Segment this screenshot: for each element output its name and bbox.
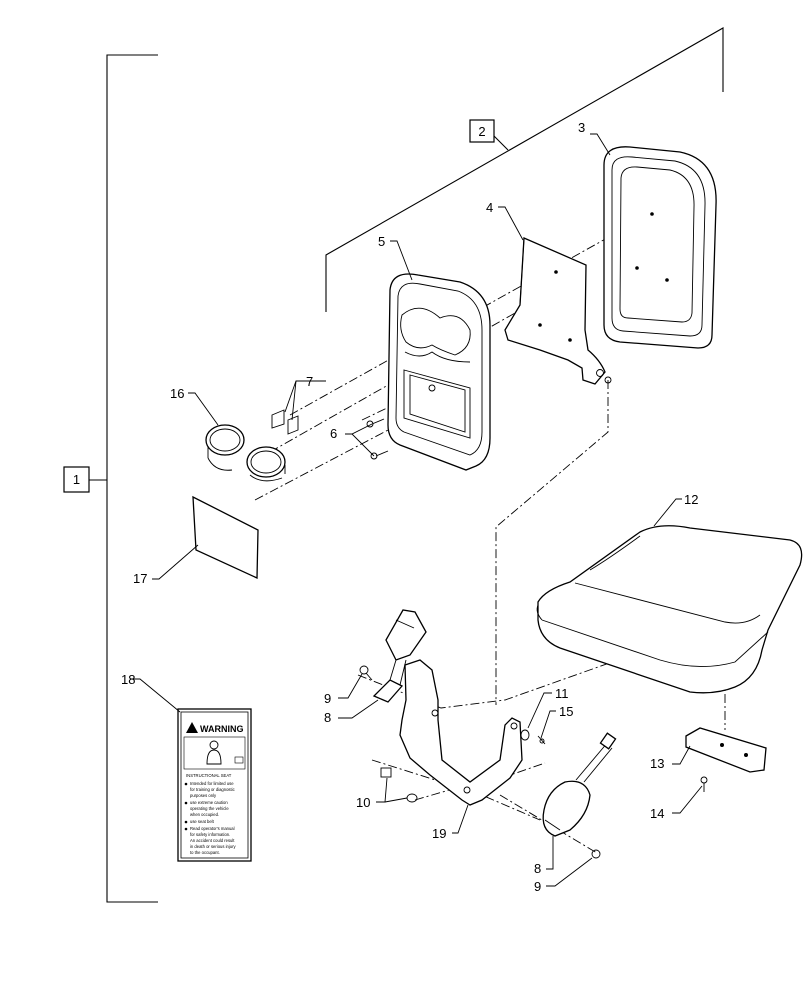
- part-14-screw: [700, 776, 708, 792]
- callout-numbers: 3 4 5 7 6 16 17 18 12 9 8 10 19 11 15 13…: [121, 120, 698, 894]
- callout-6[interactable]: 6: [330, 426, 337, 441]
- callout-2[interactable]: 2: [478, 124, 485, 139]
- callout-7[interactable]: 7: [306, 374, 313, 389]
- callout-16[interactable]: 16: [170, 386, 184, 401]
- callout-8-upper[interactable]: 8: [324, 710, 331, 725]
- warning-line: use extreme caution: [190, 800, 228, 805]
- part-6-screws: [366, 418, 389, 460]
- warning-line: when occupied.: [190, 812, 219, 817]
- warning-line: use seat belt: [190, 819, 215, 824]
- callout-10[interactable]: 10: [356, 795, 370, 810]
- callout-15[interactable]: 15: [559, 704, 573, 719]
- warning-line: Read operator's manual: [190, 826, 235, 831]
- warning-line: for safety information.: [190, 832, 230, 837]
- part-4-mounting-plate: [504, 237, 612, 385]
- part-5-back-shell: [387, 273, 491, 471]
- callout-5[interactable]: 5: [378, 234, 385, 249]
- assembly-bracket-1: 1: [63, 54, 158, 903]
- warning-line: for training or diagnostic: [190, 787, 235, 792]
- callout-12[interactable]: 12: [684, 492, 698, 507]
- callout-14[interactable]: 14: [650, 806, 664, 821]
- callout-13[interactable]: 13: [650, 756, 664, 771]
- part-19-seat-bracket: [399, 659, 523, 806]
- leader-lines: [130, 133, 703, 887]
- callout-11[interactable]: 11: [555, 686, 569, 701]
- callout-19[interactable]: 19: [432, 826, 446, 841]
- callout-4[interactable]: 4: [486, 200, 493, 215]
- callout-1[interactable]: 1: [73, 472, 80, 487]
- part-16-cup-holder: [205, 424, 286, 482]
- warning-label-title: INSTRUCTIONAL SEAT: [186, 773, 232, 778]
- callout-18[interactable]: 18: [121, 672, 135, 687]
- part-17-plate: [192, 495, 259, 580]
- warning-line: Intended for limited use: [190, 781, 234, 786]
- warning-line: purposes only: [190, 793, 217, 798]
- part-7-clips: [271, 409, 299, 435]
- callout-8-lower[interactable]: 8: [534, 861, 541, 876]
- callout-9-lower[interactable]: 9: [534, 879, 541, 894]
- callout-9-upper[interactable]: 9: [324, 691, 331, 706]
- assembly-bracket-2: 2: [325, 27, 724, 312]
- warning-line: to the occupant.: [190, 850, 220, 855]
- part-8-seat-belt-lower: [542, 732, 617, 837]
- part-12-seat-cushion: [536, 525, 803, 694]
- warning-label-heading: WARNING: [200, 724, 244, 734]
- callout-3[interactable]: 3: [578, 120, 585, 135]
- warning-line: An accident could result: [190, 838, 235, 843]
- warning-label-lines: Intended for limited use for training or…: [190, 781, 237, 855]
- part-18-warning-label: WARNING INSTRUCTIONAL SEAT Intended for …: [177, 708, 252, 862]
- part-8-seat-belt-upper: [372, 609, 427, 703]
- warning-line: operating the vehicle: [190, 806, 229, 811]
- part-13-bracket-plate: [685, 727, 767, 773]
- callout-17[interactable]: 17: [133, 571, 147, 586]
- warning-line: in death or serious injury: [190, 844, 237, 849]
- part-3-backrest-cushion: [603, 146, 717, 349]
